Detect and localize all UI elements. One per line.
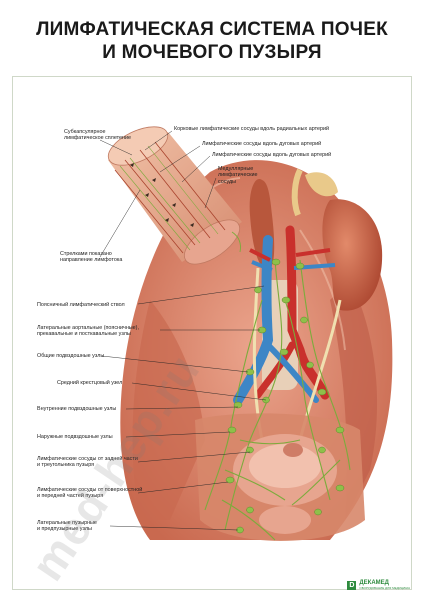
label-external-iliac-nodes: Наружные подвздошные узлы: [37, 434, 113, 440]
logo-text-block: ДЕКАМЕД ОБОРУДОВАНИЕ ДЛЯ МЕДИЦИНЫ: [359, 580, 410, 590]
logo-name: ДЕКАМЕД: [359, 580, 389, 586]
label-middle-sacral-node: Средний крестцовый узел: [57, 380, 123, 386]
label-lateral-vesical-nodes: Латеральные пузырные и предпузырные узлы: [37, 520, 97, 533]
label-arcuate-vessels-1: Лимфатические сосуды вдоль дуговых артер…: [202, 141, 322, 147]
lymph-nodes: [225, 258, 345, 534]
lymph-vessels: [204, 259, 351, 541]
aorta: [285, 225, 330, 400]
poster-frame: [12, 76, 412, 590]
label-lateral-aortic-nodes: Латеральные аортальные (поясничные), пре…: [37, 325, 139, 338]
label-subcapsular-plexus: Субкапсулярное лимфатическое сплетение: [64, 129, 132, 142]
label-anterior-bladder-vessels: Лимфатические сосуды от поверхностной и …: [37, 487, 143, 500]
page-title: ЛИМФАТИЧЕСКАЯ СИСТЕМА ПОЧЕК И МОЧЕВОГО П…: [0, 18, 424, 64]
title-line-1: ЛИМФАТИЧЕСКАЯ СИСТЕМА ПОЧЕК: [36, 19, 388, 40]
label-arrows-note: Стрелками показано направление лимфотока: [60, 251, 123, 264]
kidneys: [249, 168, 383, 311]
logo-tagline: ОБОРУДОВАНИЕ ДЛЯ МЕДИЦИНЫ: [359, 586, 410, 590]
label-internal-iliac-nodes: Внутренние подвздошные узлы: [37, 406, 117, 412]
adrenal-gland: [305, 172, 338, 197]
label-medullary-vessels: Медуллярные лимфатические сосуды: [218, 166, 258, 185]
label-common-iliac-nodes: Общие подвздошные узлы: [37, 353, 105, 359]
logo-mark-icon: D: [347, 580, 357, 590]
label-lumbar-trunk: Поясничный лимфатический ствол: [37, 302, 125, 308]
label-posterior-bladder-vessels: Лимфатические сосуды от задней части и т…: [37, 456, 138, 469]
label-arcuate-vessels-2: Лимфатические сосуды вдоль дуговых артер…: [212, 152, 332, 158]
label-cortical-vessels: Корковые лимфатические сосуды вдоль ради…: [174, 126, 330, 132]
title-line-2: И МОЧЕВОГО ПУЗЫРЯ: [102, 42, 322, 63]
kidney-section-inset: [107, 126, 242, 265]
leader-lines: [99, 130, 267, 531]
decamed-logo: D ДЕКАМЕД ОБОРУДОВАНИЕ ДЛЯ МЕДИЦИНЫ: [347, 580, 410, 590]
